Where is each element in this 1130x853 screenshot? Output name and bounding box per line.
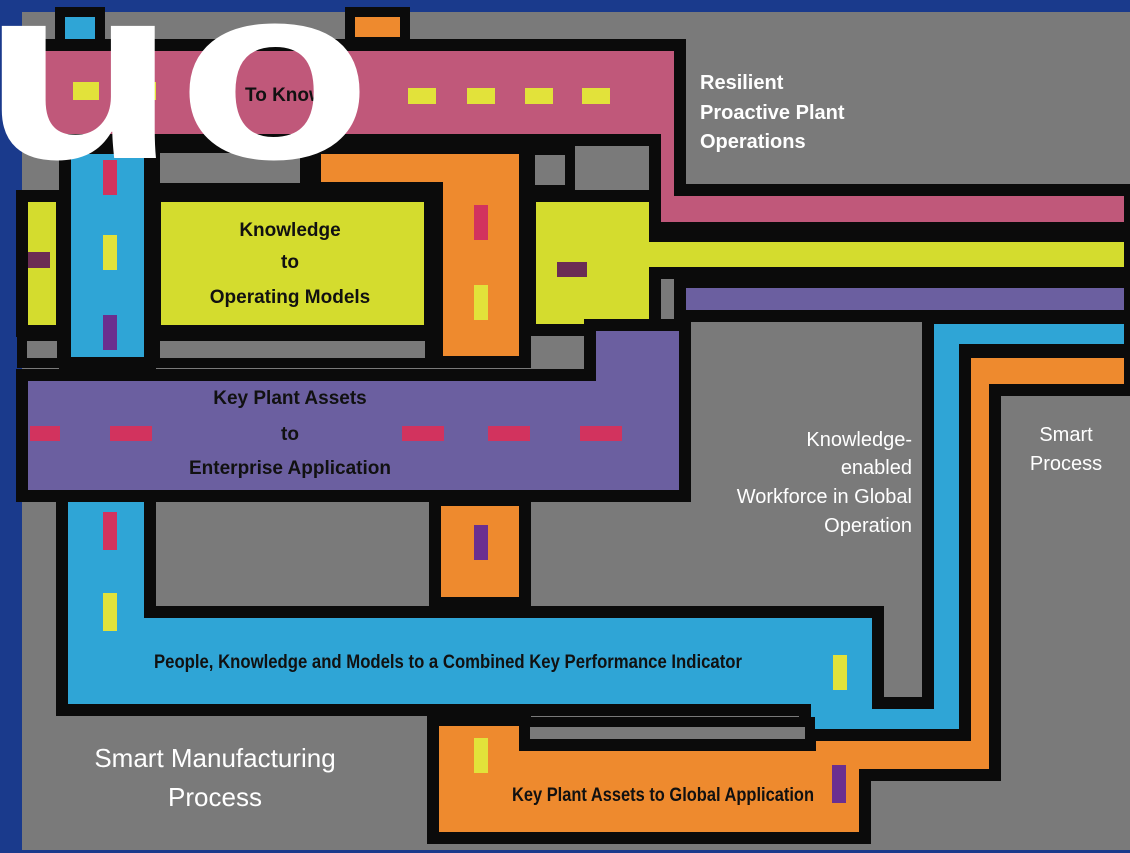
orange-road-lower-dashes <box>474 525 846 803</box>
resilient-line2: Proactive Plant <box>700 102 845 124</box>
smart-process-line2: Process <box>1030 453 1102 475</box>
workforce-line3: Workforce in Global <box>737 486 912 508</box>
purple-road-dashes <box>30 426 622 441</box>
workforce-line4: Operation <box>824 515 912 537</box>
workforce-label: Knowledge- enabled Workforce in Global O… <box>737 429 912 537</box>
smart-mfg-line1: Smart Manufacturing <box>94 743 335 773</box>
enterprise-line1: Key Plant Assets <box>213 388 366 409</box>
pink-road-dashes <box>30 82 610 104</box>
workforce-line1: Knowledge- <box>806 429 912 451</box>
resilient-line3: Operations <box>700 131 806 153</box>
smart-mfg-line2: Process <box>168 782 262 812</box>
yellow-road-dashes <box>28 252 587 277</box>
watermark-text: uo <box>0 0 372 211</box>
enterprise-application-label: Key Plant Assets to Enterprise Applicati… <box>189 388 391 479</box>
operating-models-line3: Operating Models <box>210 287 370 308</box>
blue-road-lower-dashes <box>103 512 847 690</box>
pink-road <box>16 39 1130 234</box>
resilient-line1: Resilient <box>700 72 784 94</box>
blue-road-upper-dashes <box>103 160 117 350</box>
enterprise-line2: to <box>281 424 299 445</box>
global-application-label: Key Plant Assets to Global Application <box>512 785 814 806</box>
smart-manufacturing-label: Smart Manufacturing Process <box>94 743 335 812</box>
operating-models-line2: to <box>281 252 299 273</box>
smart-process-label: Smart Process <box>1030 424 1102 475</box>
workforce-line2: enabled <box>841 457 912 479</box>
kpi-label: People, Knowledge and Models to a Combin… <box>154 652 743 673</box>
resilient-operations-label: Resilient Proactive Plant Operations <box>700 72 845 153</box>
operating-models-line1: Knowledge <box>239 220 340 241</box>
operating-models-label: Knowledge to Operating Models <box>210 220 370 308</box>
pink-road-label: To Know <box>245 85 324 106</box>
smart-process-line1: Smart <box>1039 424 1093 446</box>
orange-road-upper-dashes <box>474 205 488 320</box>
enterprise-line3: Enterprise Application <box>189 458 391 479</box>
